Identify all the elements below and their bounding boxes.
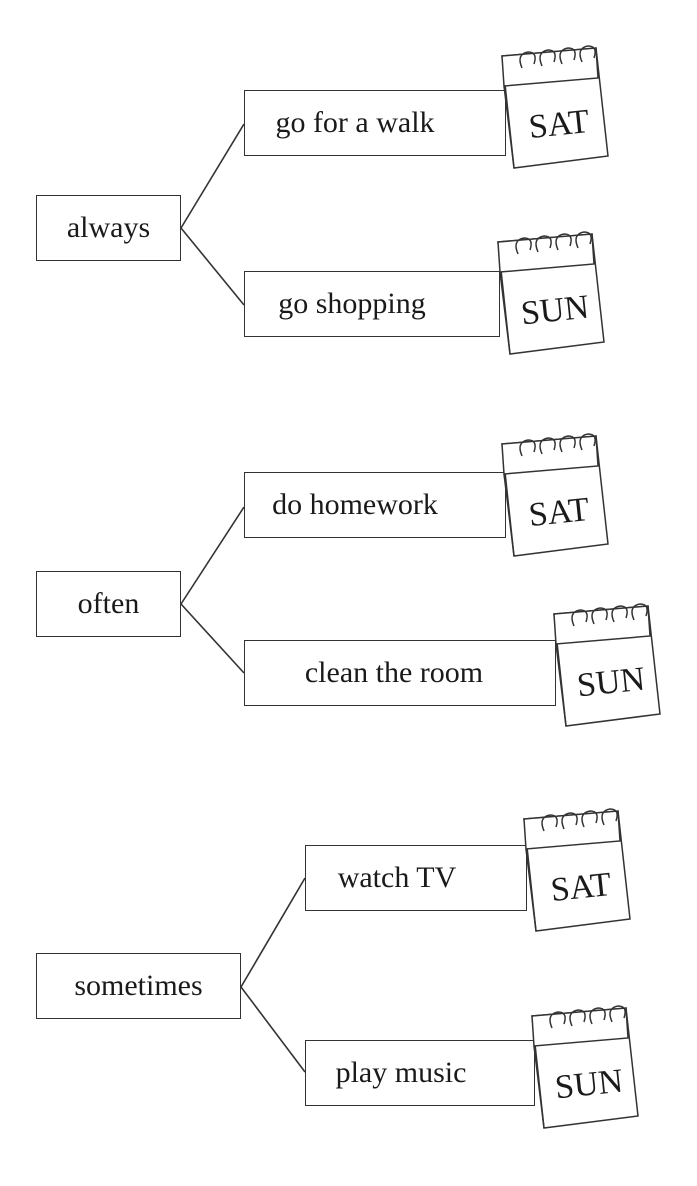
calendar-icon: SAT [500,433,610,557]
frequency-box-often: often [36,571,181,637]
activity-box: go for a walk [244,90,506,156]
frequency-box-always: always [36,195,181,261]
activity-box: clean the room [244,640,556,706]
frequency-label: always [66,211,151,244]
frequency-box-sometimes: sometimes [36,953,241,1019]
activity-box: go shopping [244,271,500,337]
activity-label: go shopping [278,287,426,320]
activity-label: clean the room [304,656,484,689]
activity-label: watch TV [337,861,457,894]
connector-line [180,506,245,605]
connector-line [240,986,306,1073]
calendar-icon: SUN [530,1005,640,1129]
activity-label: play music [335,1056,467,1089]
calendar-icon: SUN [552,603,662,727]
connector-line [180,227,245,306]
activity-label: do homework [272,488,438,521]
calendar-icon: SAT [522,808,632,932]
activity-label: go for a walk [275,106,435,139]
frequency-label: often [77,587,140,620]
connector-line [240,877,306,988]
activity-box: watch TV [305,845,527,911]
calendar-icon: SUN [496,231,606,355]
connector-line [180,603,245,674]
activity-box: play music [305,1040,535,1106]
connector-line [180,123,245,229]
frequency-label: sometimes [74,969,203,1002]
activity-box: do homework [244,472,506,538]
calendar-icon: SAT [500,45,610,169]
